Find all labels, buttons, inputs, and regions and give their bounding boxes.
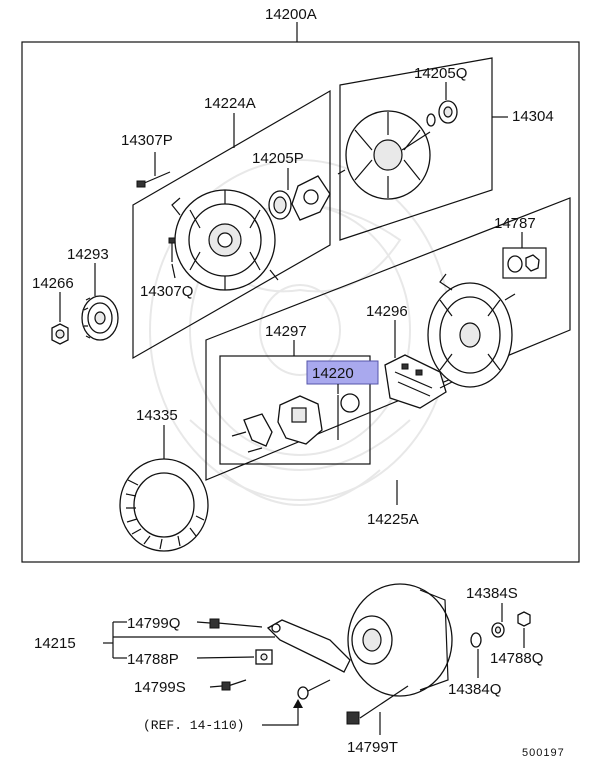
label-nut-pulley: 14266 xyxy=(32,275,74,292)
pulley-part xyxy=(81,295,119,341)
label-regulator: 14220 xyxy=(312,365,354,382)
label-bolt-top: 14307P xyxy=(121,132,173,149)
label-bolt-t: 14799T xyxy=(347,739,398,756)
rectifier-part xyxy=(384,354,453,409)
label-ref: (REF. 14-110) xyxy=(143,718,244,733)
label-front-housing: 14225A xyxy=(367,511,419,528)
label-brush-holder: 14297 xyxy=(265,323,307,340)
mount-housing-part xyxy=(347,583,453,697)
assembly-frame xyxy=(21,41,580,563)
label-rear-housing: 14224A xyxy=(204,95,256,112)
washer-q-part xyxy=(470,632,482,648)
label-bearing-front: 14205Q xyxy=(414,65,467,82)
washer-s-part xyxy=(491,622,505,638)
regulator-highlight xyxy=(306,360,379,385)
bolt-t-part xyxy=(346,685,409,725)
bearing-front-part xyxy=(426,100,458,127)
bracket-nut-part xyxy=(255,649,273,665)
bearing-rear-part xyxy=(268,175,331,221)
cap-part xyxy=(502,247,547,279)
label-bolt-long-top: 14799Q xyxy=(127,615,180,632)
ref-arrow xyxy=(293,699,303,708)
label-nut-q: 14788Q xyxy=(490,650,543,667)
label-mount-group: 14215 xyxy=(34,635,76,652)
regulator-part xyxy=(231,393,360,453)
label-bearing-rear: 14205P xyxy=(252,150,304,167)
bolt-lower-part xyxy=(168,237,176,262)
diagram-number: 500197 xyxy=(522,747,565,759)
label-pulley: 14293 xyxy=(67,246,109,263)
nut-q-part xyxy=(517,611,531,627)
label-assembly: 14200A xyxy=(265,6,317,23)
bracket-part xyxy=(266,619,351,673)
label-bolt-lower: 14307Q xyxy=(140,283,193,300)
front-housing-part xyxy=(427,273,516,388)
front-housing-frame xyxy=(205,197,571,481)
bolt-long-top-part xyxy=(209,618,263,629)
label-bolt-short: 14799S xyxy=(134,679,186,696)
label-rotor: 14304 xyxy=(512,108,554,125)
stator-part xyxy=(119,458,209,552)
label-cap: 14787 xyxy=(494,215,536,232)
pivot-bolt-part xyxy=(297,679,331,700)
bolt-short-part xyxy=(221,679,247,691)
bolt-top-part xyxy=(136,171,171,188)
rotor-part xyxy=(337,110,431,200)
rotor-frame xyxy=(339,57,493,241)
label-rectifier: 14296 xyxy=(366,303,408,320)
nut-pulley-part xyxy=(51,323,69,345)
label-stator: 14335 xyxy=(136,407,178,424)
rear-housing-frame xyxy=(132,89,331,360)
label-bracket: 14788P xyxy=(127,651,179,668)
label-washer-s: 14384S xyxy=(466,585,518,602)
brush-holder-frame xyxy=(219,355,371,465)
rear-housing-part xyxy=(171,189,279,291)
label-washer-q: 14384Q xyxy=(448,681,501,698)
